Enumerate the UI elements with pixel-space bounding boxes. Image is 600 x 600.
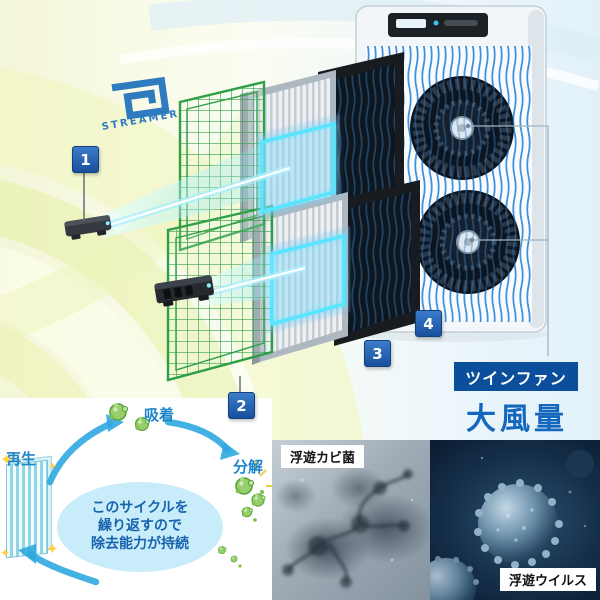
sparkle-icon: ✦ [48,460,58,473]
streamer-unit-1 [64,215,112,240]
virus-caption: 浮遊ウイルス [499,568,596,591]
mold-caption: 浮遊カビ菌 [281,445,365,468]
badge-connector-lines [83,171,241,394]
decomposition-label: 分解 [233,458,264,476]
sparkle-icon: ✦ [46,540,59,558]
sparkle-icon: ✦ [0,546,11,560]
badge-4: 4 [415,310,442,337]
streamer-discharge-zones [256,114,350,334]
virus-secondary [430,556,479,600]
virus-main [474,479,563,569]
germ-characters [108,402,266,568]
virus-illustration [430,450,594,600]
virus-photo: 浮遊ウイルス [430,440,600,600]
mold-hyphae-illustration [282,469,414,588]
cycle-summary-bubble: このサイクルを 繰り返すので 除去能力が持続 [57,482,223,572]
streamer-unit-2 [154,275,214,307]
streamer-beams [104,142,306,306]
air-volume-label: 大風量 [466,402,568,437]
deodorizing-filter-frames [318,52,420,346]
cycle-summary-line-1: このサイクルを [91,500,189,517]
streamer-logo-icon [111,76,170,120]
cycle-summary-line-3: 除去能力が持続 [91,535,189,552]
adsorption-label: 吸着 [144,406,175,424]
badge-1: 1 [72,146,99,173]
badge-3: 3 [364,340,391,367]
purifier-exploded-diagram [0,0,600,440]
cycle-arrows-and-germs [18,402,272,586]
twin-fan-label: ツインファン [454,362,578,391]
cycle-summary-line-2: 繰り返すので [98,518,182,535]
sparkle-icon: ✦ [0,450,14,469]
twin-fan-leader-line [465,123,549,356]
prefilter-panels [166,80,274,382]
regeneration-label: 再生 [6,450,37,468]
mold-photo: 浮遊カビ菌 [272,440,430,600]
badge-2: 2 [228,392,255,419]
decompose-burst-icon [255,461,272,487]
streamer-cycle-panel: ✦ ✦ ✦ ✦ [0,398,272,600]
